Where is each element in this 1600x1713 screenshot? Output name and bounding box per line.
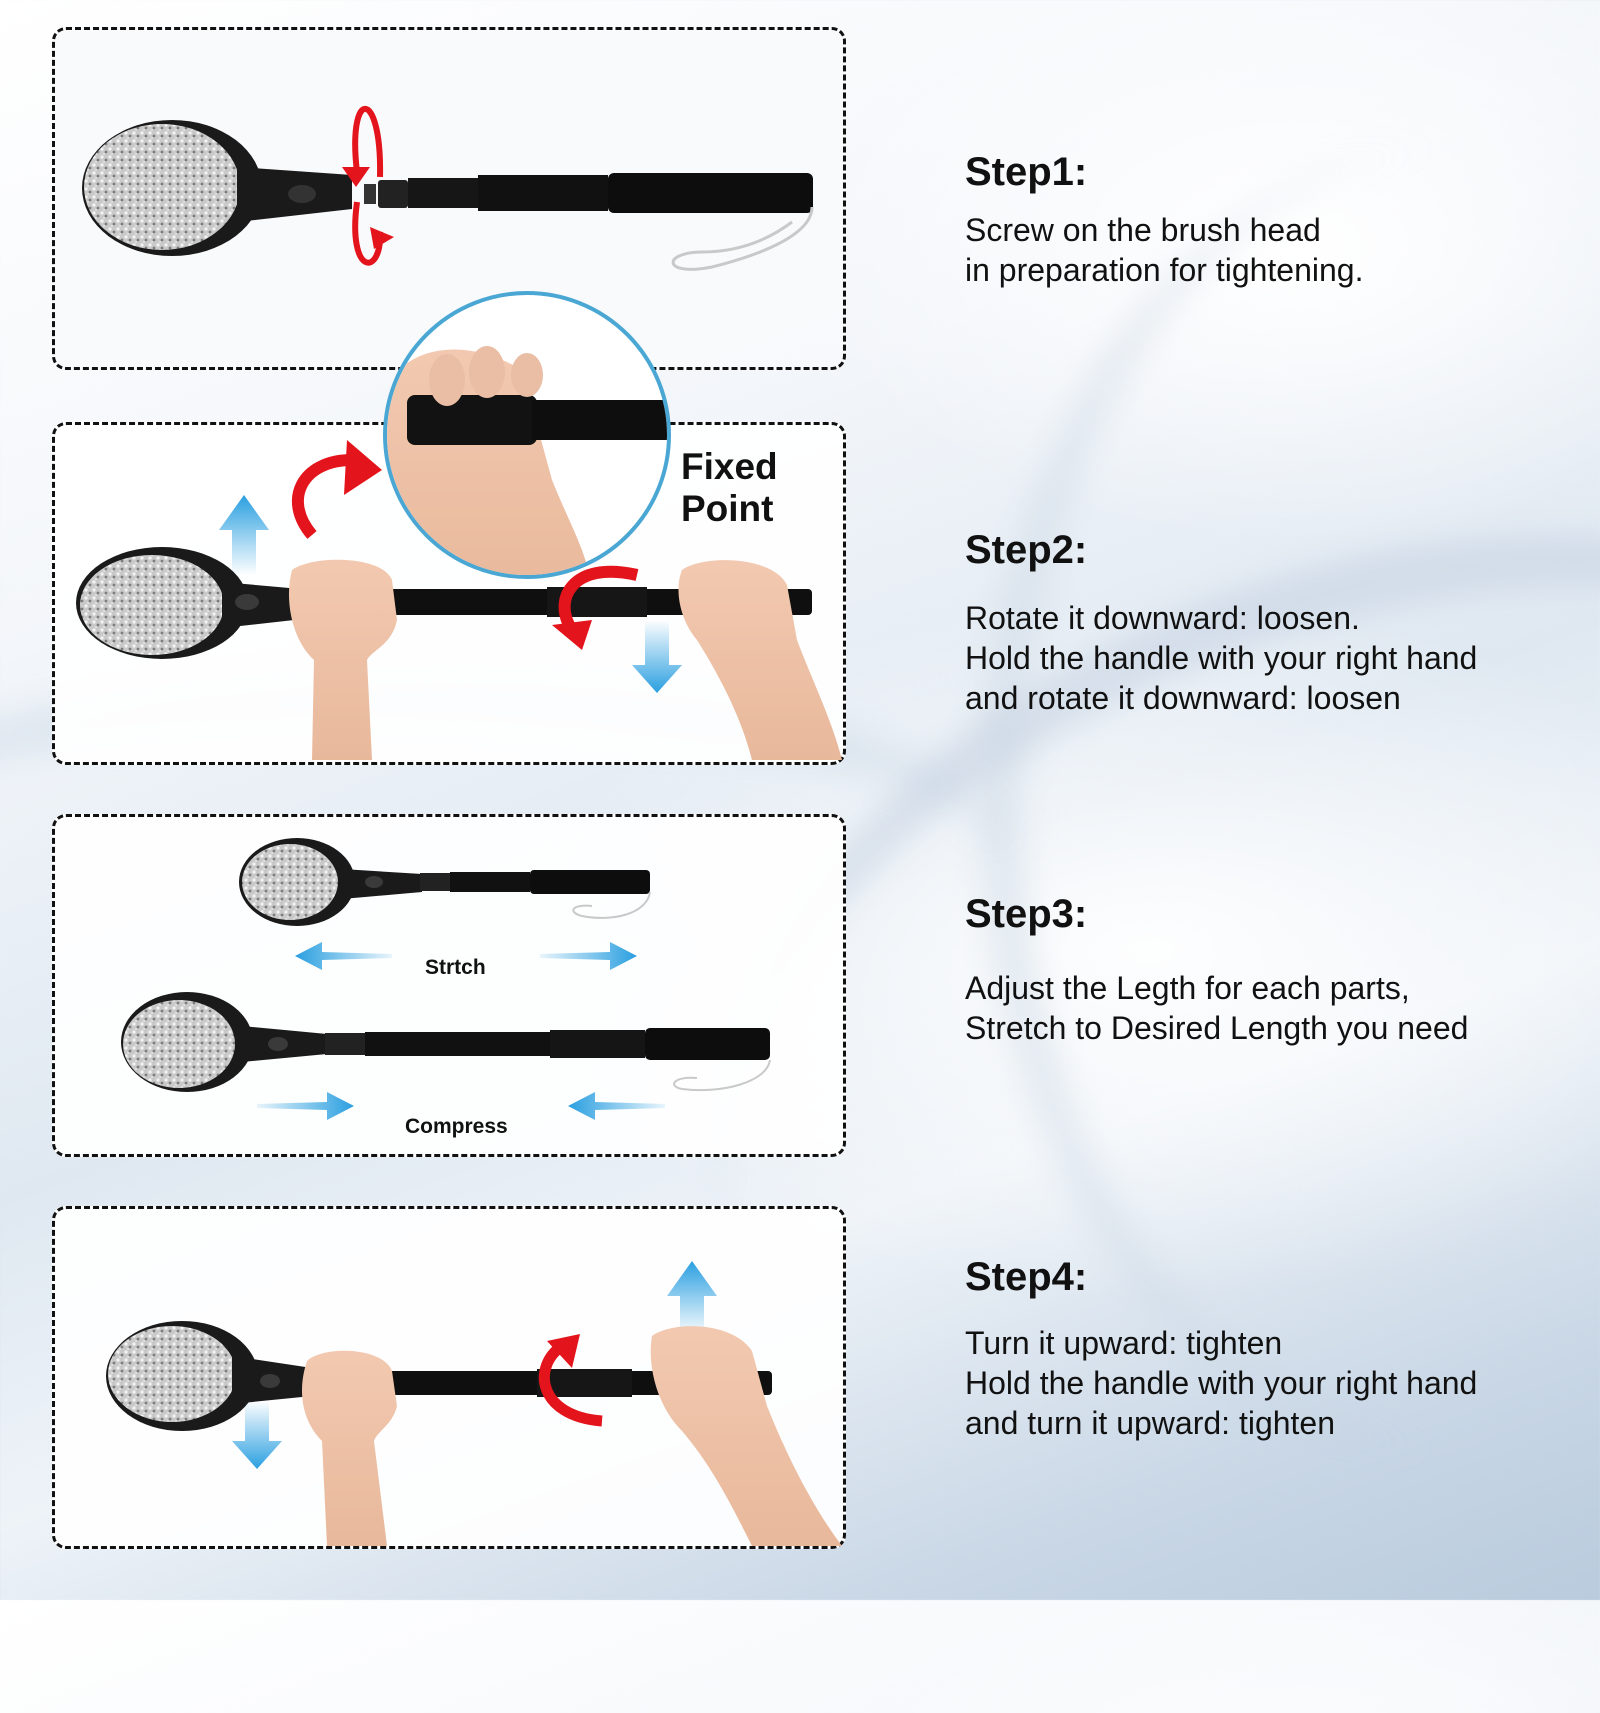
brush-head — [106, 1321, 312, 1431]
step1-line: in preparation for tightening. — [965, 252, 1364, 288]
step3-title: Step3: — [965, 892, 1088, 936]
left-hand — [302, 1350, 397, 1546]
step3-line: Stretch to Desired Length you need — [965, 1010, 1469, 1046]
rotate-arrow-icon — [291, 440, 639, 650]
step1-illustration — [82, 106, 814, 271]
fixed-point-label: Fixed Point — [681, 446, 778, 530]
right-hand — [678, 560, 842, 760]
step2-illustration — [76, 291, 842, 760]
left-arrow-icon — [295, 942, 392, 970]
right-arrow-icon — [257, 1092, 354, 1120]
step3-panel — [52, 814, 846, 1157]
down-arrow-icon — [632, 620, 682, 693]
step1-instructions: Step1: Screw on the brush head in prepar… — [965, 150, 1585, 290]
step1-title: Step1: — [965, 150, 1088, 194]
step4-text: Turn it upward: tighten Hold the handle … — [965, 1323, 1585, 1443]
stretch-label: Strtch — [425, 956, 486, 979]
step2-text: Rotate it downward: loosen. Hold the han… — [965, 598, 1585, 718]
step3-instructions: Step3: Adjust the Legth for each parts, … — [965, 892, 1585, 1048]
left-hand — [288, 559, 397, 760]
callout-circle — [383, 291, 671, 579]
step3-line: Adjust the Legth for each parts, — [965, 970, 1410, 1006]
rotate-arrow-icon — [342, 106, 394, 266]
brush-long — [121, 992, 771, 1092]
brush-short — [239, 838, 651, 926]
step1-text: Screw on the brush head in preparation f… — [965, 210, 1585, 290]
step2-line: and rotate it downward: loosen — [965, 680, 1401, 716]
fixed-point-line: Fixed — [681, 446, 778, 487]
right-arrow-icon — [540, 942, 637, 970]
step3-illustration — [121, 838, 771, 1120]
step2-title: Step2: — [965, 528, 1088, 572]
brush-head — [82, 120, 352, 256]
step4-illustration — [106, 1261, 842, 1546]
step4-line: Hold the handle with your right hand — [965, 1365, 1478, 1401]
step2-line: Hold the handle with your right hand — [965, 640, 1478, 676]
telescopic-handle — [364, 173, 814, 271]
step4-title: Step4: — [965, 1255, 1088, 1299]
brush-head — [76, 547, 312, 659]
right-hand — [650, 1326, 842, 1546]
step2-line: Rotate it downward: loosen. — [965, 600, 1360, 636]
left-arrow-icon — [568, 1092, 665, 1120]
step4-instructions: Step4: Turn it upward: tighten Hold the … — [965, 1255, 1585, 1443]
fixed-point-line: Point — [681, 488, 774, 529]
step1-line: Screw on the brush head — [965, 212, 1321, 248]
step3-text: Adjust the Legth for each parts, Stretch… — [965, 968, 1585, 1048]
down-arrow-icon — [232, 1401, 282, 1469]
up-arrow-icon — [667, 1261, 717, 1336]
compress-label: Compress — [405, 1115, 508, 1138]
step4-line: Turn it upward: tighten — [965, 1325, 1283, 1361]
up-arrow-icon — [219, 495, 269, 575]
step2-instructions: Step2: Rotate it downward: loosen. Hold … — [965, 528, 1585, 718]
rotate-arrow-icon — [538, 1334, 603, 1427]
step4-line: and turn it upward: tighten — [965, 1405, 1336, 1441]
